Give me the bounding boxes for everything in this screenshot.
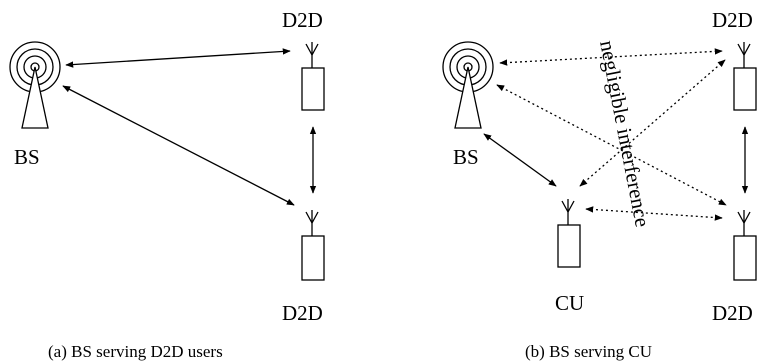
d2d-bottom-label: D2D [712,301,753,325]
d2d-top-label: D2D [712,8,753,32]
interference-cu-to-d2d-top [579,59,726,187]
d2d-bottom-label: D2D [282,301,323,325]
interference-label: negligible interference [595,38,655,229]
d2d-device-bottom-icon [733,210,757,281]
link-bs-to-cu [483,133,557,187]
bs-label: BS [453,145,479,169]
panel-a: BS D2D D2D (a) BS serving D2D users [9,8,325,361]
d2d-top-label: D2D [282,8,323,32]
interference-bs-to-d2d-top [499,48,723,66]
bs-label: BS [14,145,40,169]
cu-device-icon [557,199,581,268]
caption-b: (b) BS serving CU [525,342,652,361]
caption-a: (a) BS serving D2D users [48,342,223,361]
link-bs-to-d2d-top [65,48,291,68]
base-station-icon [442,41,494,129]
d2d-device-top-icon [733,42,757,111]
d2d-device-bottom-icon [301,210,325,281]
link-bs-to-d2d-bottom [62,85,295,206]
base-station-icon [9,41,61,129]
cu-label: CU [555,291,584,315]
d2d-device-top-icon [301,42,325,111]
panel-b: BS D2D D2D CU [442,8,757,361]
